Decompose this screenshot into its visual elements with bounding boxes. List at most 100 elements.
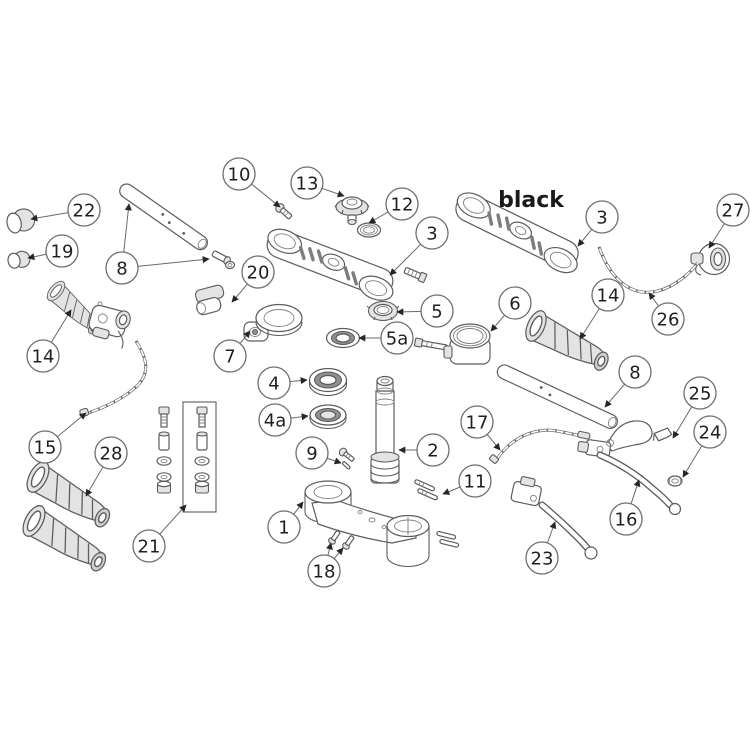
callout-bubble bbox=[385, 187, 419, 221]
callout-25: 25 bbox=[672, 376, 717, 439]
leader-line bbox=[50, 309, 72, 343]
callout-number: 25 bbox=[689, 383, 712, 404]
callout-26: 26 bbox=[648, 292, 685, 336]
callout-number: 8 bbox=[629, 362, 640, 383]
callout-4: 4 bbox=[257, 366, 308, 400]
bearing-seal-4a bbox=[309, 404, 347, 430]
callout-bubble bbox=[45, 234, 79, 268]
callout-number: 11 bbox=[464, 471, 487, 492]
callout-bubble bbox=[591, 278, 625, 312]
callout-bubble bbox=[28, 430, 62, 464]
cable-26 bbox=[597, 246, 700, 294]
callout-number: 26 bbox=[657, 309, 680, 330]
callout-number: 9 bbox=[306, 443, 317, 464]
callout-5: 5 bbox=[396, 294, 454, 328]
leader-line bbox=[672, 406, 693, 439]
callout-18: 18 bbox=[307, 542, 344, 588]
leader-line bbox=[682, 445, 703, 478]
callout-bubble bbox=[241, 255, 275, 289]
handlebar-tube-left bbox=[119, 183, 209, 251]
callout-bubble bbox=[415, 216, 449, 250]
callout-12: 12 bbox=[368, 187, 419, 224]
callout-10: 10 bbox=[222, 157, 281, 208]
callout-19: 19 bbox=[27, 234, 79, 268]
cable-guide bbox=[194, 284, 225, 316]
callout-15: 15 bbox=[28, 412, 87, 464]
callout-number: 2 bbox=[427, 440, 438, 461]
leader-line bbox=[490, 314, 505, 332]
callout-21: 21 bbox=[132, 504, 187, 563]
leader-line bbox=[290, 413, 309, 421]
leader-line bbox=[85, 466, 104, 497]
callout-bubble bbox=[258, 403, 292, 437]
leader-line bbox=[321, 187, 345, 198]
leader-line bbox=[137, 256, 210, 267]
callout-bubble bbox=[26, 339, 60, 373]
leader-line bbox=[604, 383, 625, 408]
upper-triple-clamp bbox=[258, 223, 402, 307]
callout-number: 7 bbox=[224, 346, 235, 367]
callout-number: 21 bbox=[138, 536, 161, 557]
callout-3: 3 bbox=[389, 216, 449, 276]
callout-17: 17 bbox=[460, 405, 501, 451]
callout-20: 20 bbox=[231, 255, 275, 303]
callout-bubble bbox=[290, 166, 324, 200]
callout-number: 23 bbox=[531, 548, 554, 569]
stem-cap-nut bbox=[334, 196, 370, 226]
callout-number: 14 bbox=[32, 346, 55, 367]
callout-28: 28 bbox=[85, 436, 128, 497]
callout-bubble bbox=[651, 302, 685, 336]
stud-pins-11 bbox=[414, 479, 460, 548]
callout-bubble bbox=[458, 464, 492, 498]
clamp-pinch-bolt bbox=[403, 267, 428, 283]
parts-layer bbox=[6, 183, 731, 576]
pin-9 bbox=[338, 447, 355, 470]
callout-number: 19 bbox=[51, 241, 74, 262]
leader-line bbox=[27, 253, 47, 261]
callout-16: 16 bbox=[609, 479, 643, 536]
callout-number: 14 bbox=[597, 285, 620, 306]
leader-line bbox=[577, 229, 593, 247]
callout-number: 24 bbox=[699, 422, 722, 443]
callout-bubble bbox=[683, 376, 717, 410]
callout-7: 7 bbox=[213, 330, 251, 373]
callout-11: 11 bbox=[442, 464, 492, 498]
grip-right bbox=[521, 307, 617, 375]
callout-number: 16 bbox=[615, 509, 638, 530]
leader-line bbox=[442, 486, 461, 495]
leader-line bbox=[648, 292, 659, 307]
callout-bubble bbox=[295, 436, 329, 470]
callout-4a: 4a bbox=[258, 403, 309, 437]
leader-line bbox=[708, 223, 725, 249]
leader-line bbox=[289, 377, 308, 385]
leader-line bbox=[389, 243, 422, 276]
clamp-6 bbox=[414, 323, 491, 365]
callout-bubble bbox=[307, 554, 341, 588]
leader-line bbox=[333, 547, 344, 559]
callout-bubble bbox=[585, 200, 619, 234]
callout-1: 1 bbox=[267, 501, 304, 544]
callout-22: 22 bbox=[30, 193, 101, 227]
callout-bubble bbox=[525, 541, 559, 575]
clip-25 bbox=[652, 427, 673, 442]
leader-line bbox=[239, 330, 251, 344]
leader-line bbox=[579, 308, 600, 340]
callout-bubble bbox=[498, 286, 532, 320]
leader-line bbox=[56, 412, 87, 438]
callout-bubble bbox=[420, 294, 454, 328]
bar-clamp-ring bbox=[243, 303, 303, 342]
steering-ring-nut bbox=[366, 300, 400, 322]
lower-triple-clamp bbox=[304, 480, 430, 568]
callout-24: 24 bbox=[682, 415, 727, 478]
callout-27: 27 bbox=[708, 193, 750, 249]
leader-line bbox=[326, 542, 333, 556]
callout-6: 6 bbox=[490, 286, 532, 332]
seal-washer-5a bbox=[325, 327, 361, 349]
callout-number: 22 bbox=[73, 200, 96, 221]
callout-bubble bbox=[213, 339, 247, 373]
callout-number: 4a bbox=[264, 410, 286, 431]
callout-number: 5a bbox=[386, 328, 408, 349]
leader-line bbox=[30, 212, 69, 222]
callout-23: 23 bbox=[525, 521, 559, 575]
